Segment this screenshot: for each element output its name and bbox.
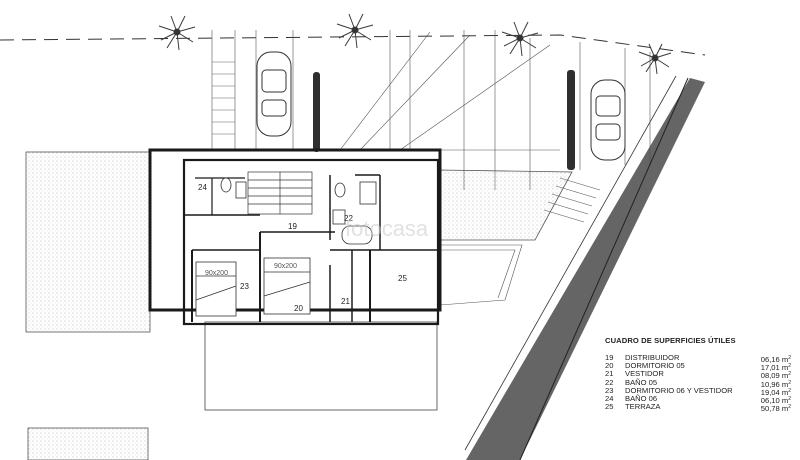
palm-trees [158,13,672,75]
legend-area-value: 17,01 [760,363,780,373]
legend-area-unit: m [781,371,789,381]
room-label-23: 23 [240,282,249,291]
legend-room-number: 20 [605,361,614,371]
legend-row: 22 BAÑO 05 10,96 m2 [605,377,791,389]
legend-row: 24 BAÑO 06 06,10 m2 [605,393,791,405]
room-label-21: 21 [341,297,350,306]
watermark: fotocasa [345,216,429,241]
bed-20 [263,257,311,315]
bed-size-label: 90x200 [274,263,297,270]
legend-row: 25 TERRAZA 50,78 m2 [605,402,791,414]
legend-area-unit: m [781,363,789,373]
legend-room-number: 23 [605,385,614,395]
legend-area-unit-exponent: 2 [788,395,791,402]
legend-area-unit: m [781,355,789,364]
room-label-20: 20 [294,304,303,313]
legend-room-name: DORMITORIO 05 [625,361,685,371]
bathroom-fixtures [220,177,377,245]
legend-area-value: 50,78 [760,404,780,414]
legend-room-name: BAÑO 05 [625,377,658,387]
garden-right [439,169,573,241]
legend-room-number: 24 [605,393,614,403]
legend-room-area: 19,04 m2 [751,387,791,397]
area-legend: CUADRO DE SUPERFICIES ÚTILES 19 DISTRIBUI… [605,336,791,414]
legend-area-unit-exponent: 2 [788,387,791,394]
legend-area-unit-exponent: 2 [788,355,791,361]
bed-23 [195,261,237,317]
stair [247,171,313,215]
vegetation-band [466,78,705,460]
legend-area-unit-exponent: 2 [788,363,791,370]
room-label-22: 22 [344,214,353,223]
room-label-25: 25 [398,274,407,283]
bed-size-label: 90x200 [205,270,228,277]
legend-area-unit: m [781,387,789,397]
legend-area-value: 08,09 [760,371,780,381]
hedges [313,70,575,170]
legend-row: 20 DORMITORIO 05 17,01 m2 [605,361,791,373]
legend-area-unit-exponent: 2 [788,404,791,411]
legend-room-number: 22 [605,377,614,387]
legend-area-unit: m [781,395,789,405]
legend-room-number: 21 [605,369,614,379]
legend-area-value: 06,16 [760,355,780,364]
legend-row: 19 DISTRIBUIDOR 06,16 m2 [605,353,791,364]
room-label-19: 19 [288,222,297,231]
legend-area-unit-exponent: 2 [788,371,791,378]
legend-area-unit: m [781,379,789,389]
legend-room-name: BAÑO 06 [625,393,658,403]
legend-area-unit: m [781,404,789,414]
legend-room-name: DISTRIBUIDOR [625,353,680,362]
legend-room-number: 19 [605,353,614,362]
legend-room-name: VESTIDOR [625,369,664,379]
legend-area-value: 06,10 [760,395,780,405]
room-label-24: 24 [198,183,207,192]
legend-room-area: 06,10 m2 [751,395,791,405]
garden-left [25,151,151,333]
lower-terrace [204,321,438,411]
legend-area-value: 10,96 [760,379,780,389]
legend-room-area: 08,09 m2 [751,370,791,381]
legend-row: 21 VESTIDOR 08,09 m2 [605,369,791,381]
legend-room-name: TERRAZA [625,402,661,412]
car-right [590,79,626,161]
plot-boundary [0,34,706,56]
legend-row: 23 DORMITORIO 06 Y VESTIDOR 19,04 m2 [605,385,791,397]
crossing-stripes [212,61,235,135]
garden-bottom [27,427,149,460]
legend-room-area: 10,96 m2 [751,379,791,389]
legend-room-name: DORMITORIO 06 Y VESTIDOR [625,385,733,395]
legend-room-area: 06,16 m2 [751,354,791,364]
legend-room-number: 25 [605,402,614,412]
car-left [256,51,292,137]
legend-room-area: 50,78 m2 [751,403,791,414]
ramp-lines [439,177,601,306]
legend-area-value: 19,04 [760,387,780,397]
legend-title: CUADRO DE SUPERFICIES ÚTILES [605,336,736,345]
legend-room-area: 17,01 m2 [751,362,791,373]
legend-area-unit-exponent: 2 [788,379,791,386]
